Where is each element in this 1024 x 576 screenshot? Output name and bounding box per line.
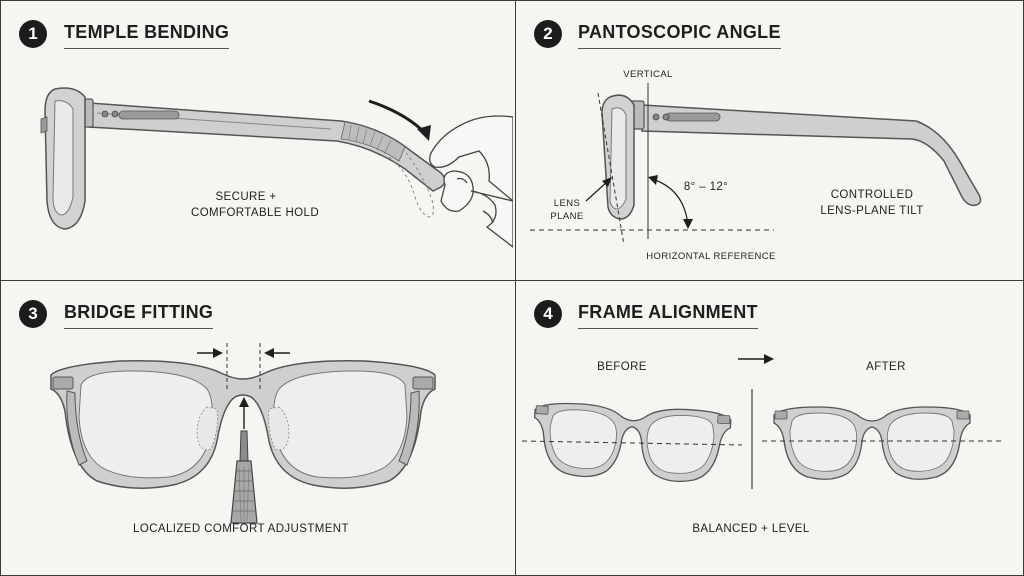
bridge-fitting-illustration <box>50 343 436 524</box>
vertical-label: VERTICAL <box>623 69 673 80</box>
lens-plane-line <box>597 92 625 246</box>
screwdriver-icon <box>230 430 258 524</box>
nose-pad-right <box>268 406 290 451</box>
temple-bending-illustration <box>40 87 513 248</box>
original-temple-outline <box>388 148 435 218</box>
before-label: BEFORE <box>597 361 647 373</box>
step-number-badge: 4 <box>534 300 562 328</box>
step-number-badge: 3 <box>19 300 47 328</box>
arrow-icon <box>368 99 427 135</box>
step-number-badge: 1 <box>19 20 47 48</box>
frame-alignment-illustration <box>521 354 1004 489</box>
panel-pantoscopic-angle: 2 PANTOSCOPIC ANGLE VERTICAL LENS PLANE … <box>516 1 1024 279</box>
angle-label: 8° – 12° <box>683 181 729 193</box>
temple-caption: SECURE + COMFORTABLE HOLD <box>191 189 320 221</box>
hand-icon <box>429 115 513 248</box>
right-lens <box>273 370 408 479</box>
lens-plane-label: LENS PLANE <box>544 197 590 223</box>
panel-title: FRAME ALIGNMENT <box>578 302 758 329</box>
temple-arm <box>641 104 982 207</box>
bending-zone <box>340 121 406 162</box>
bridge-caption: LOCALIZED COMFORT ADJUSTMENT <box>133 523 349 535</box>
angle-arc <box>651 178 689 226</box>
temple-caption-line1: SECURE + <box>215 191 277 203</box>
left-lens <box>78 370 213 479</box>
horizontal-reference-label: HORIZONTAL REFERENCE <box>646 251 776 262</box>
temple-core-wire <box>118 110 180 120</box>
alignment-caption: BALANCED + LEVEL <box>692 523 810 535</box>
panel-frame-alignment: 4 FRAME ALIGNMENT BEFORE AFTER BALANCED … <box>516 281 1024 559</box>
lens-plane-label-line1: LENS <box>553 198 581 209</box>
panel-title: BRIDGE FITTING <box>64 302 214 329</box>
temple-core-wire <box>665 112 721 122</box>
panel-bridge-fitting: 3 BRIDGE FITTING LOCALIZED COMFORT ADJUS… <box>1 281 513 559</box>
pantoscopic-caption-line2: LENS-PLANE TILT <box>820 205 924 217</box>
pantoscopic-caption: CONTROLLED LENS-PLANE TILT <box>812 187 932 219</box>
frame-after <box>773 406 971 480</box>
vertical-divider <box>515 1 516 575</box>
temple-caption-line2: COMFORTABLE HOLD <box>191 207 320 219</box>
panel-temple-bending: 1 TEMPLE BENDING SECURE + COMFORTABLE HO… <box>1 1 513 279</box>
panel-title: PANTOSCOPIC ANGLE <box>578 22 781 49</box>
after-label: AFTER <box>866 361 906 373</box>
nose-pad-left <box>196 406 218 451</box>
panel-title: TEMPLE BENDING <box>64 22 230 49</box>
before-level-line <box>521 440 743 446</box>
horizontal-divider <box>1 280 1023 281</box>
step-number-badge: 2 <box>534 20 562 48</box>
lens-plane-label-line2: PLANE <box>550 211 584 222</box>
pantoscopic-caption-line1: CONTROLLED <box>830 189 914 201</box>
frame-before <box>533 402 732 483</box>
pantoscopic-illustration <box>530 83 982 246</box>
